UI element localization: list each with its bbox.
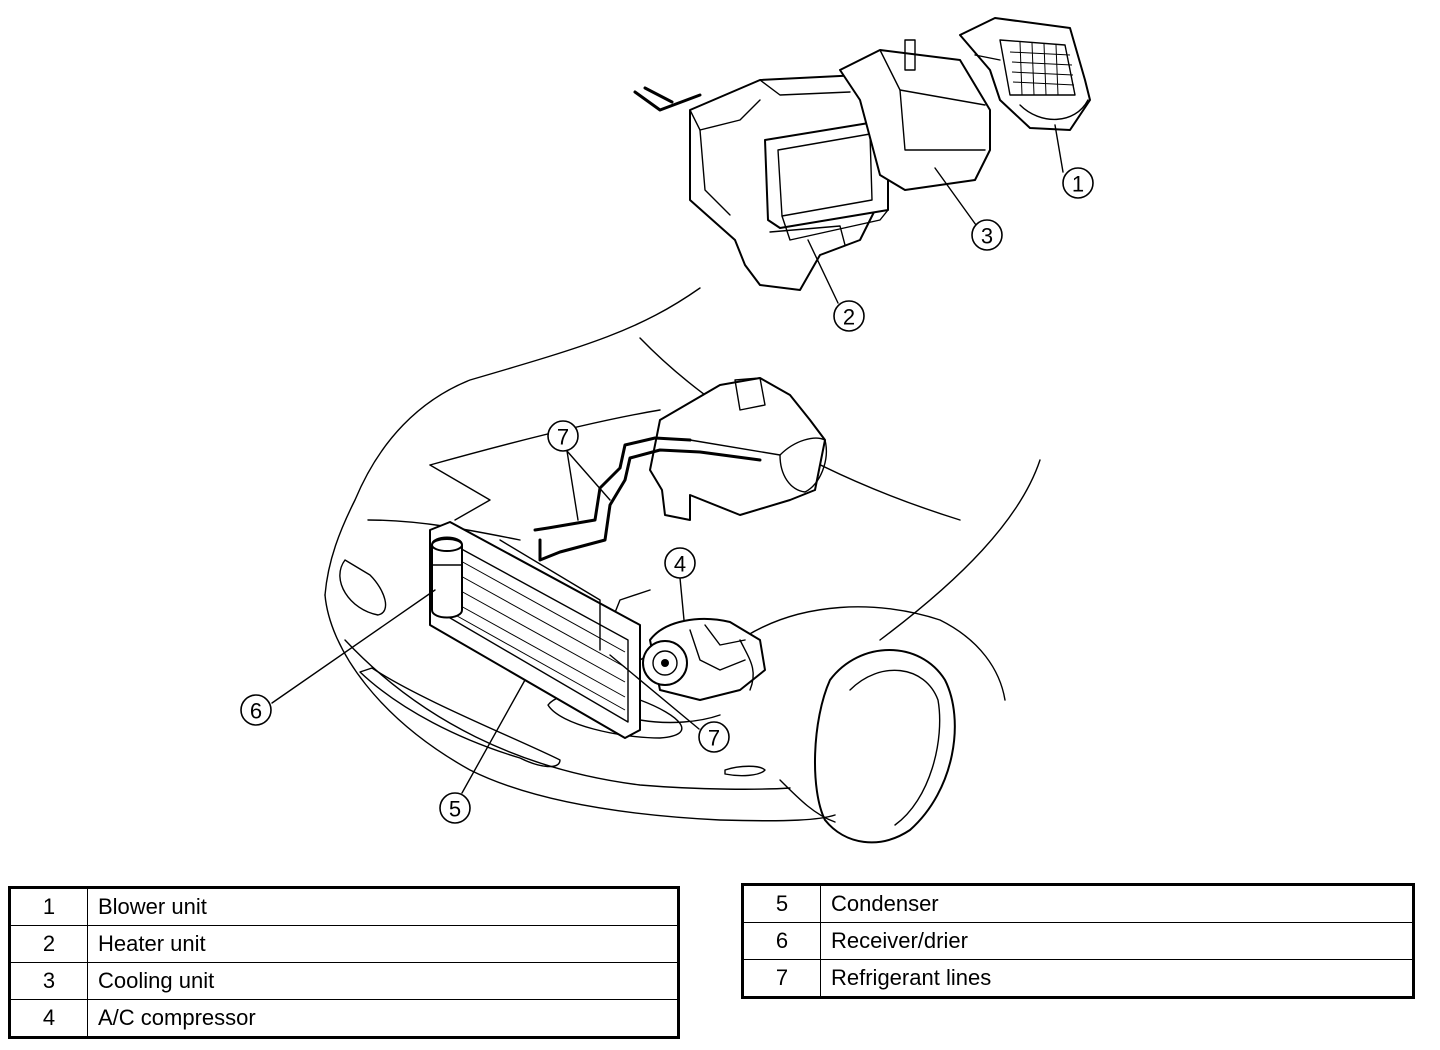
legend-row: 7 Refrigerant lines <box>742 959 1414 998</box>
hvac-box-lower <box>649 377 827 521</box>
legend-number: 4 <box>9 999 88 1038</box>
legend-row: 5 Condenser <box>742 884 1414 923</box>
legend-label: Cooling unit <box>87 962 679 1000</box>
receiver-drier-art <box>431 536 463 619</box>
callout-7-lower-label: 7 <box>708 726 720 751</box>
legend-label: Receiver/drier <box>820 922 1414 960</box>
legend-label: Refrigerant lines <box>820 959 1414 998</box>
blower-grid <box>1009 41 1075 96</box>
legend-row: 6 Receiver/drier <box>742 922 1414 960</box>
hvac-assembly-top <box>633 17 1091 291</box>
callout-4: 4 <box>664 547 696 579</box>
legend-number: 5 <box>742 884 821 923</box>
legend-label: Heater unit <box>87 925 679 963</box>
legend-number: 1 <box>9 887 88 926</box>
legend-number: 7 <box>742 959 821 998</box>
callout-3: 3 <box>971 219 1003 251</box>
legend-number: 2 <box>9 925 88 963</box>
legend-table-right: 5 Condenser 6 Receiver/drier 7 Refrigera… <box>741 883 1415 999</box>
legend-row: 4 A/C compressor <box>9 999 679 1038</box>
legend-label: Condenser <box>820 884 1414 923</box>
ac-compressor-art <box>642 618 766 701</box>
callout-5-label: 5 <box>449 797 461 822</box>
legend-label: A/C compressor <box>87 999 679 1038</box>
legend-table-left: 1 Blower unit 2 Heater unit 3 Cooling un… <box>8 886 680 1039</box>
legend-number: 6 <box>742 922 821 960</box>
ac-system-diagram: 1 2 3 4 5 6 7 7 <box>240 17 1094 844</box>
legend-row: 3 Cooling unit <box>9 962 679 1000</box>
legend-label: Blower unit <box>87 887 679 926</box>
callout-3-label: 3 <box>981 224 993 249</box>
legend-row: 2 Heater unit <box>9 925 679 963</box>
callout-7-lower: 7 <box>698 721 730 753</box>
callout-6-label: 6 <box>250 699 262 724</box>
callout-1: 1 <box>1062 167 1094 199</box>
callout-6: 6 <box>240 694 272 726</box>
callout-5: 5 <box>439 792 471 824</box>
legend-row: 1 Blower unit <box>9 887 679 926</box>
callout-7-upper: 7 <box>547 420 579 452</box>
callout-2: 2 <box>833 300 865 332</box>
legend-number: 3 <box>9 962 88 1000</box>
callout-2-label: 2 <box>843 305 855 330</box>
callout-4-label: 4 <box>674 552 686 577</box>
callout-1-label: 1 <box>1072 172 1084 197</box>
condenser-art <box>429 521 641 739</box>
leader-lines <box>271 124 1064 794</box>
callout-7-upper-label: 7 <box>557 425 569 450</box>
